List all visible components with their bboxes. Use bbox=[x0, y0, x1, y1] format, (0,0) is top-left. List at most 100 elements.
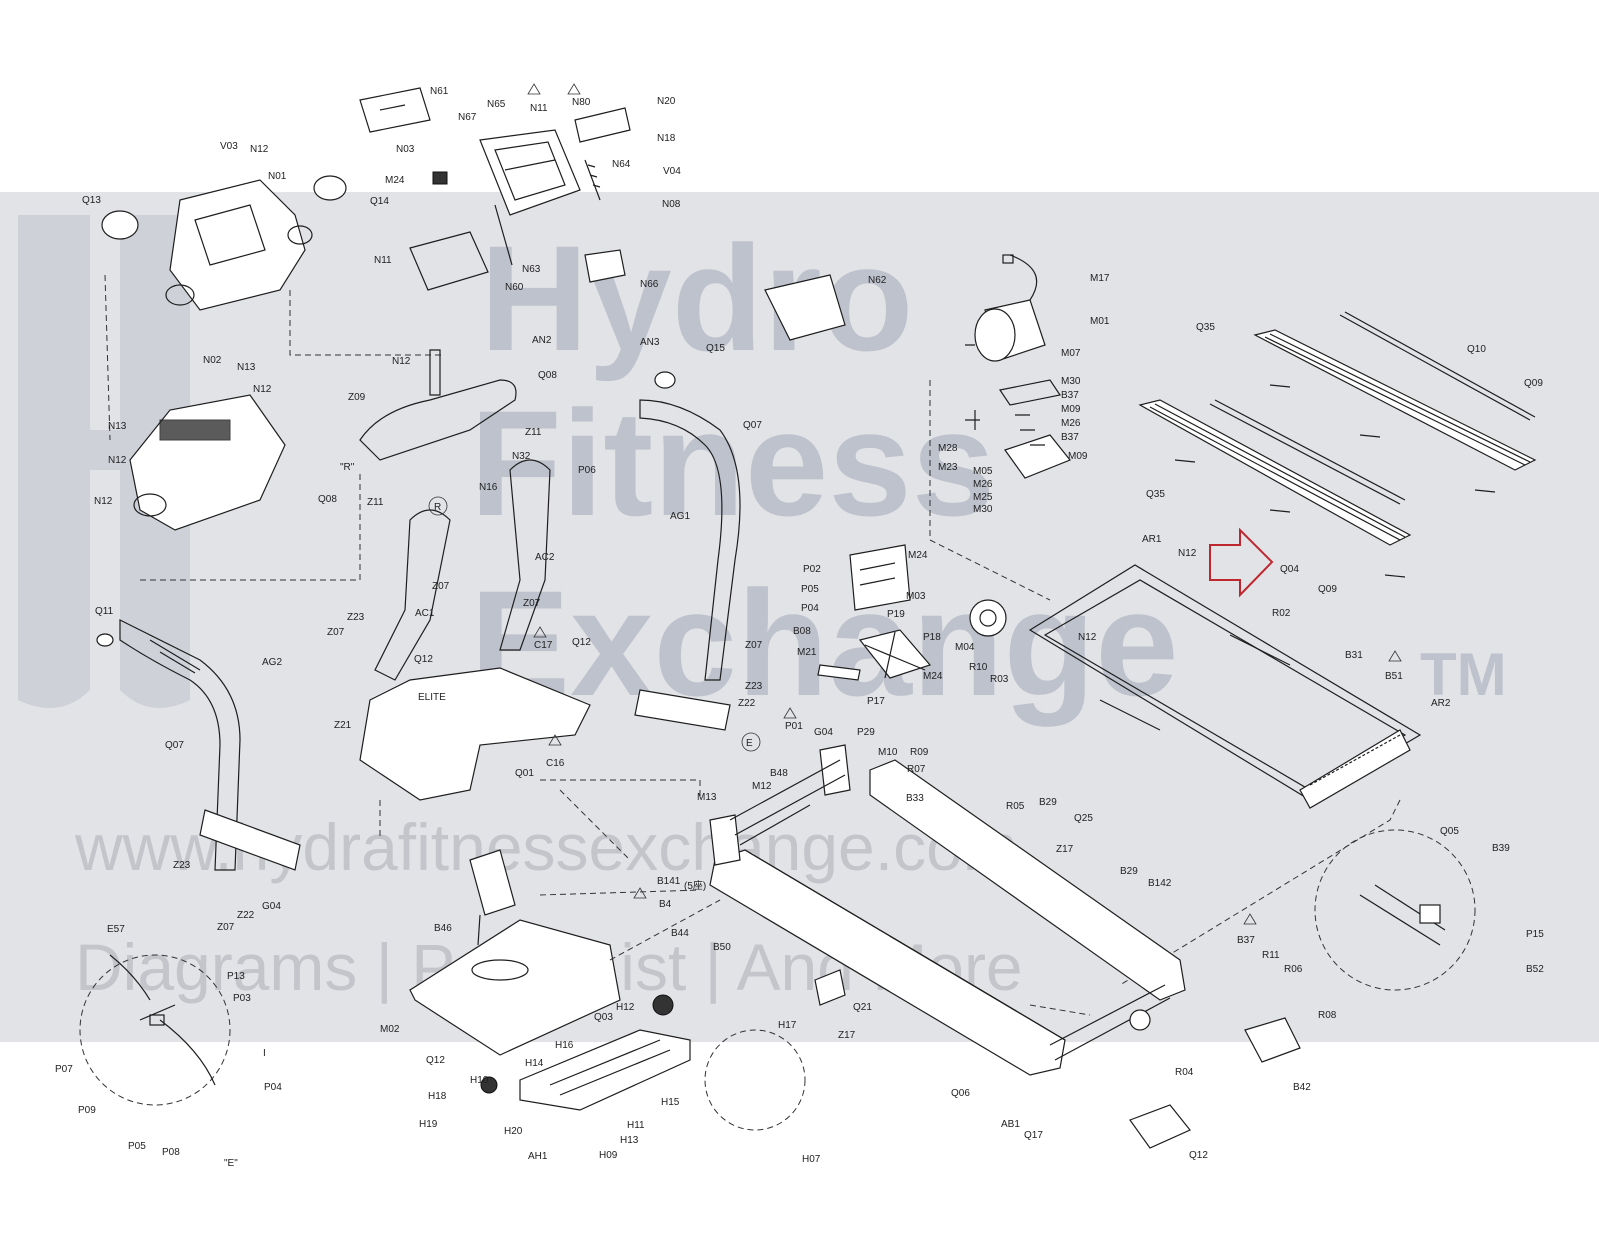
part-label: H17 bbox=[778, 1020, 797, 1031]
bracket-b08-cross bbox=[864, 631, 926, 679]
part-label: Z21 bbox=[334, 720, 352, 731]
controller-board-m03 bbox=[849, 544, 911, 611]
part-label: Q10 bbox=[1467, 344, 1486, 355]
controller-assembly bbox=[469, 544, 932, 946]
part-label: P17 bbox=[867, 696, 885, 707]
part-label: Z07 bbox=[523, 598, 541, 609]
part-label: Z17 bbox=[838, 1030, 856, 1041]
part-label: N13 bbox=[237, 362, 256, 373]
part-label: "E" bbox=[224, 1158, 238, 1169]
part-label: R06 bbox=[1284, 964, 1303, 975]
rail-q10-grooves bbox=[1264, 333, 1531, 466]
part-label: AN2 bbox=[532, 335, 552, 346]
part-label: Q04 bbox=[1280, 564, 1299, 575]
part-label: N12 bbox=[1078, 632, 1097, 643]
deck-frame bbox=[1028, 564, 1422, 801]
part-label: Z11 bbox=[367, 497, 384, 508]
part-label: P07 bbox=[55, 1064, 73, 1075]
pulley-m04-hub bbox=[979, 609, 997, 627]
incline-motor-m02 bbox=[469, 849, 516, 916]
part-label: P06 bbox=[578, 465, 596, 476]
wheel-h18 bbox=[480, 1076, 498, 1094]
part-label: AB1 bbox=[1001, 1119, 1020, 1130]
part-label: M01 bbox=[1090, 316, 1110, 327]
part-label: M24 bbox=[923, 671, 943, 682]
part-label: C16 bbox=[546, 758, 565, 769]
part-label: B52 bbox=[1526, 964, 1544, 975]
part-label: P15 bbox=[1526, 929, 1544, 940]
part-label: B50 bbox=[713, 942, 731, 953]
part-label: Q05 bbox=[1440, 826, 1459, 837]
lower-console-cup bbox=[133, 493, 167, 517]
handlebar-crossbar bbox=[359, 379, 517, 461]
part-label: H20 bbox=[504, 1126, 523, 1137]
rail-q04-grooves bbox=[1149, 403, 1406, 541]
module-n66 bbox=[584, 249, 626, 283]
part-label: AR2 bbox=[1431, 698, 1451, 709]
motor-m01-end bbox=[974, 308, 1016, 362]
console-assembly bbox=[101, 87, 846, 581]
part-label: E57 bbox=[107, 924, 125, 935]
part-label: Q12 bbox=[1189, 1150, 1208, 1161]
part-label: AG2 bbox=[262, 657, 282, 668]
warning-triangle-icon bbox=[527, 83, 1402, 925]
part-label: Q06 bbox=[951, 1088, 970, 1099]
part-label: Z17 bbox=[1056, 844, 1074, 855]
motor-tray-cutout bbox=[471, 959, 529, 981]
part-label: N63 bbox=[522, 264, 541, 275]
part-label: N12 bbox=[250, 144, 269, 155]
part-label: N67 bbox=[458, 112, 477, 123]
frame-rear-crossbar bbox=[1049, 984, 1171, 1061]
rear-roller-ar2 bbox=[1299, 729, 1411, 809]
frame-guide-lines bbox=[539, 789, 1091, 1016]
part-label: B29 bbox=[1039, 797, 1057, 808]
part-label: R10 bbox=[969, 662, 988, 673]
part-label: Z07 bbox=[432, 581, 450, 592]
part-label: AH1 bbox=[528, 1151, 548, 1162]
hood-logo-text: ELITE bbox=[418, 692, 446, 703]
part-label: Q07 bbox=[165, 740, 184, 751]
part-label: Z22 bbox=[738, 698, 756, 709]
leveler-b42 bbox=[1129, 1009, 1151, 1031]
handlebar-ag2-grip bbox=[149, 639, 201, 674]
part-label: N12 bbox=[94, 496, 113, 507]
end-cap-q11 bbox=[96, 633, 114, 647]
part-label: M03 bbox=[906, 591, 926, 602]
part-label: N16 bbox=[479, 482, 498, 493]
part-label: Q08 bbox=[538, 370, 557, 381]
part-label: N11 bbox=[530, 103, 548, 114]
part-label: Q35 bbox=[1146, 489, 1165, 500]
part-label: H15 bbox=[661, 1097, 680, 1108]
part-label: B39 bbox=[1492, 843, 1510, 854]
part-label: H11 bbox=[627, 1120, 645, 1131]
part-label: N80 bbox=[572, 97, 591, 108]
part-label: AG1 bbox=[670, 511, 690, 522]
motor-shaft-and-wire bbox=[965, 254, 1038, 346]
part-label: Q21 bbox=[853, 1002, 872, 1013]
bracket-b08 bbox=[858, 629, 932, 679]
part-label: B141 bbox=[657, 876, 681, 887]
strip-q09-lower bbox=[1209, 399, 1406, 505]
connector-m17 bbox=[1002, 254, 1014, 264]
part-label: M13 bbox=[697, 792, 717, 803]
part-label: P05 bbox=[128, 1141, 146, 1152]
part-label: B37 bbox=[1237, 935, 1255, 946]
upper-console-n01 bbox=[169, 179, 306, 311]
cable-n64 bbox=[584, 159, 601, 201]
part-label: R05 bbox=[1006, 801, 1025, 812]
lower-console-display bbox=[159, 419, 231, 441]
part-label: AC2 bbox=[535, 552, 555, 563]
overlay-n61 bbox=[359, 87, 431, 133]
part-label: H12 bbox=[616, 1002, 635, 1013]
board-n60 bbox=[409, 231, 489, 291]
part-label: B33 bbox=[906, 793, 924, 804]
motor-tray-q03 bbox=[409, 919, 621, 1056]
rear-roller-texture bbox=[1309, 734, 1401, 786]
watermark-line3: Exchange bbox=[470, 559, 1179, 727]
part-label: M12 bbox=[752, 781, 772, 792]
part-label: P01 bbox=[785, 721, 803, 732]
handlebar-ag1 bbox=[639, 399, 741, 681]
misc-mark: (5座) bbox=[684, 879, 706, 892]
part-label: N12 bbox=[253, 384, 272, 395]
part-label: N65 bbox=[487, 99, 506, 110]
